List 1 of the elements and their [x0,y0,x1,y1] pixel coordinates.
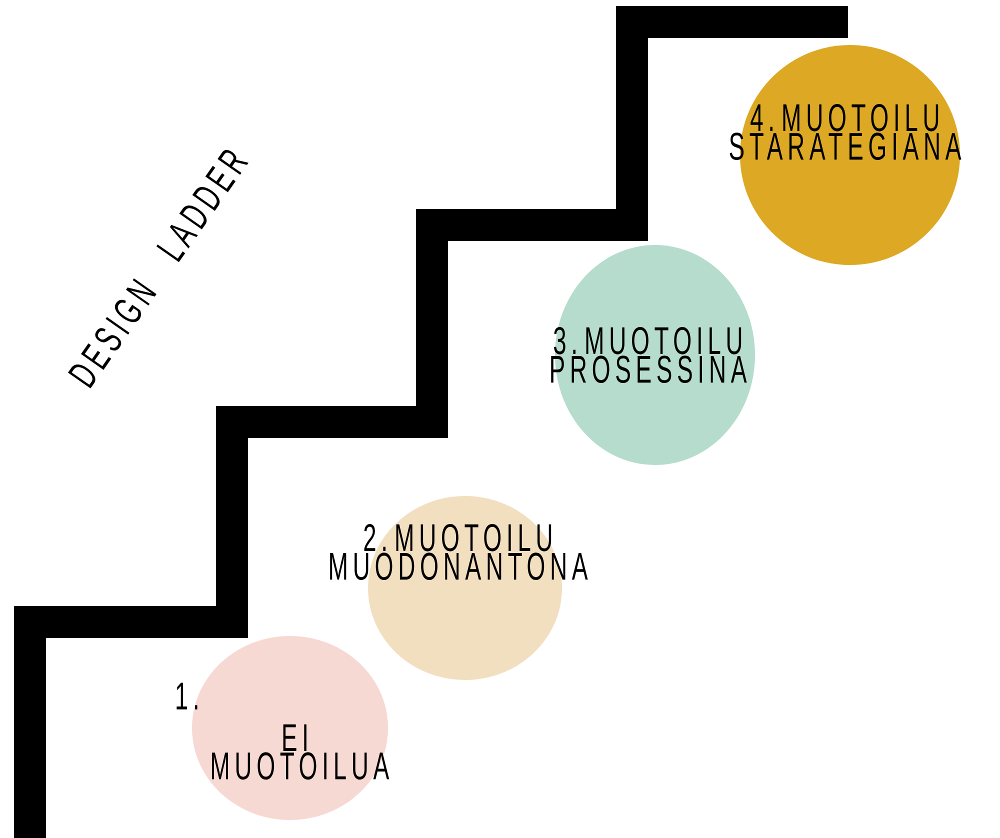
step-blob: 3. MUOTOILU PROSESSINA [551,245,755,465]
